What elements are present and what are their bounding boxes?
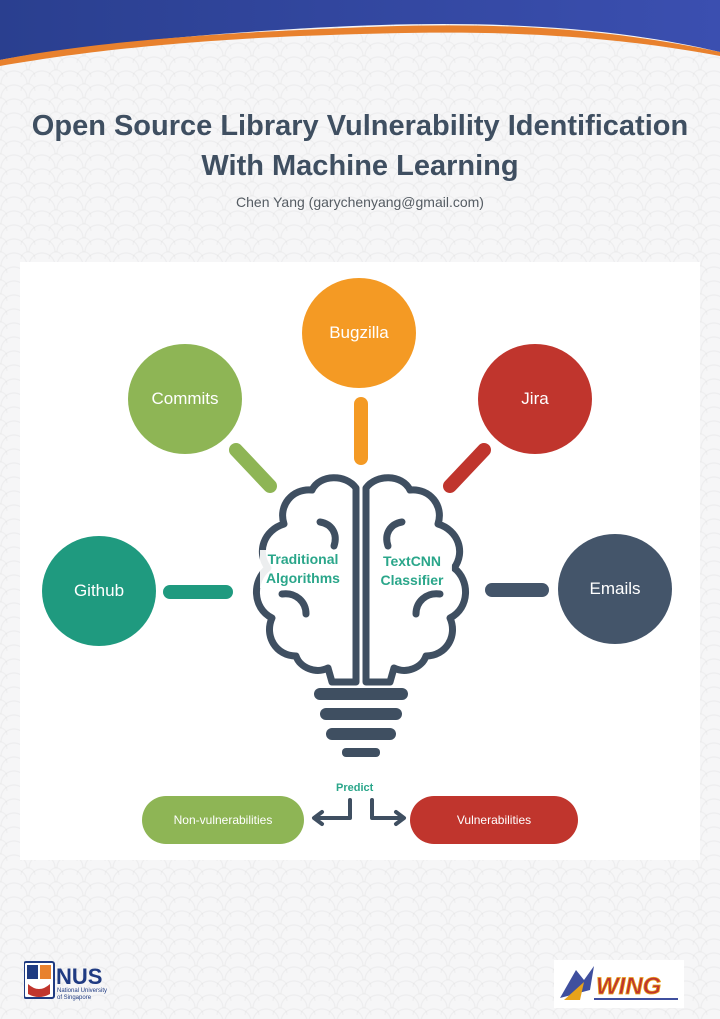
commits-node: Commits (128, 344, 242, 454)
vulnerabilities-pill: Vulnerabilities (410, 796, 578, 844)
emails-node: Emails (558, 534, 672, 644)
github-label: Github (73, 581, 125, 600)
vulnerabilities-label: Vulnerabilities (456, 813, 532, 827)
textcnn-classifier-label: TextCNN Classifier (372, 552, 452, 590)
author-line: Chen Yang (garychenyang@gmail.com) (236, 194, 484, 210)
jira-connector (443, 443, 491, 493)
bugzilla-node: Bugzilla (302, 278, 416, 388)
github-node: Github (42, 536, 156, 646)
pipeline-diagram: Github Commits Bugzilla Jira Emails Trad… (20, 262, 700, 860)
nus-logo: NUS National University of Singapore (24, 961, 107, 1001)
bugzilla-label: Bugzilla (329, 323, 389, 342)
nus-subtitle-1: National University (57, 988, 107, 994)
wing-logo: WING (554, 960, 684, 1008)
predict-label: Predict (336, 782, 374, 794)
nus-wordmark: NUS (56, 964, 102, 989)
jira-node: Jira (478, 344, 592, 454)
title-line-1: Open Source Library Vulnerability Identi… (31, 110, 689, 142)
commits-label: Commits (151, 389, 219, 408)
non-vulnerabilities-label: Non-vulnerabilities (173, 813, 273, 827)
nus-subtitle-2: of Singapore (57, 995, 92, 1001)
predict-arrows (312, 798, 406, 826)
emails-label: Emails (589, 579, 641, 598)
traditional-algorithms-label: Traditional Algorithms (260, 550, 346, 588)
commits-connector (229, 443, 277, 493)
non-vulnerabilities-pill: Non-vulnerabilities (142, 796, 304, 844)
poster-title: Open Source Library Vulnerability Identi… (0, 106, 720, 186)
top-banner (0, 0, 720, 66)
wing-wordmark: WING (596, 973, 661, 1000)
bulb-base-icon (314, 688, 408, 757)
jira-label: Jira (521, 389, 549, 408)
title-line-2: With Machine Learning (201, 150, 519, 182)
